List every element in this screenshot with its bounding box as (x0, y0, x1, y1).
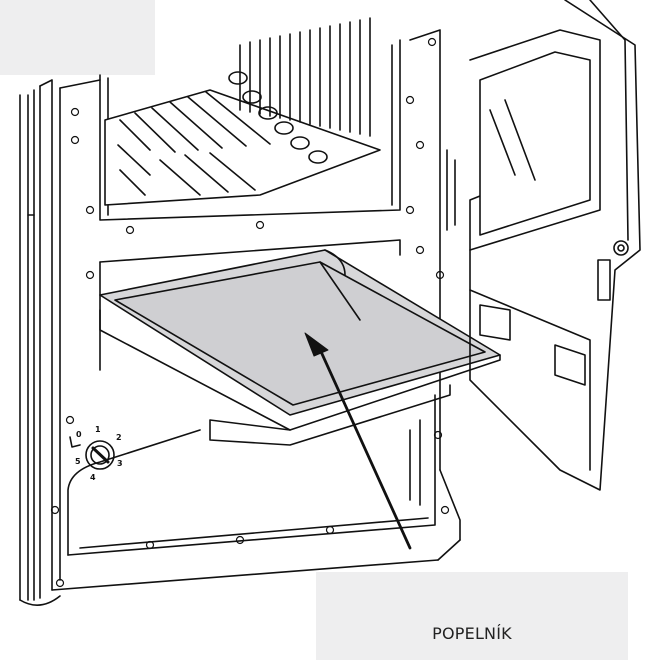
dial-mark-4: 4 (90, 473, 96, 482)
dial-numbers: 0 1 2 3 4 5 (75, 425, 123, 482)
firebox-opening (99, 17, 401, 221)
ash-tray (99, 249, 501, 446)
dial-mark-0: 0 (76, 430, 82, 439)
open-door (469, 0, 641, 491)
callout-label-box: POPELNÍK (316, 572, 628, 660)
callout-label: POPELNÍK (432, 624, 512, 643)
screws (50, 37, 450, 588)
dial-mark-2: 2 (116, 433, 122, 442)
callout-arrow (304, 332, 412, 550)
air-control-dial (69, 436, 115, 470)
dial-mark-3: 3 (117, 459, 123, 468)
stove-side-panel (19, 85, 61, 606)
dial-mark-1: 1 (95, 425, 101, 434)
corner-gray-panel (0, 0, 155, 75)
door-hinges (446, 149, 611, 301)
dial-mark-5: 5 (75, 457, 81, 466)
